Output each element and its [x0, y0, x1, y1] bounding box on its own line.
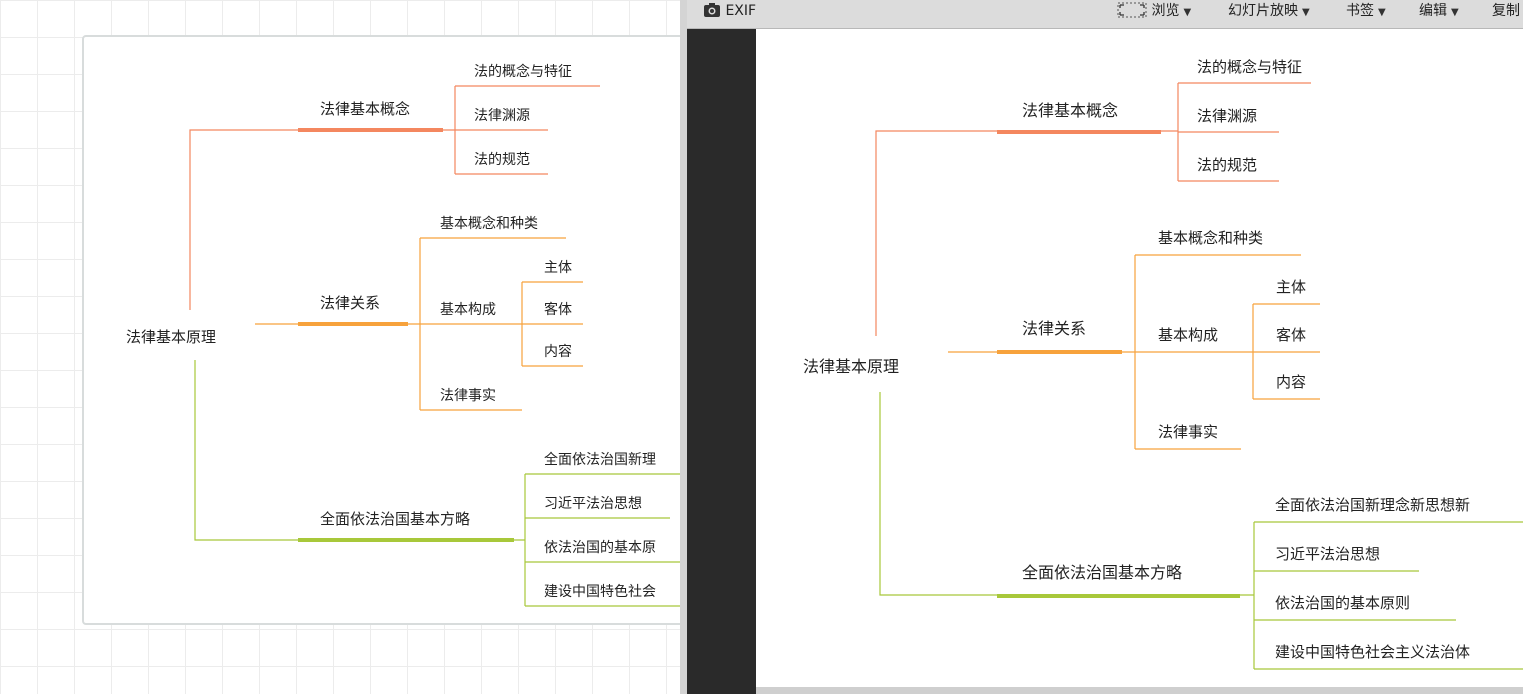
leaf-node: 法的规范	[1197, 156, 1257, 174]
leaf-node: 依法治国的基本原则	[1275, 594, 1410, 612]
root-node[interactable]: 法律基本原理	[126, 328, 216, 346]
leaf-node[interactable]: 依法治国的基本原	[544, 539, 656, 556]
mindmap-right: 法律基本原理 法律基本概念 法的概念与特征 法律渊源 法的规范 法律关系 基本概…	[803, 58, 1523, 670]
leaf-node[interactable]: 全面依法治国新理	[544, 451, 656, 468]
caret-down-icon: ▼	[1183, 7, 1192, 18]
branch-underline	[298, 128, 443, 132]
copy-menu[interactable]: 复制	[1492, 0, 1520, 28]
leaf-node[interactable]: 客体	[544, 301, 572, 318]
leaf-node: 法律渊源	[1197, 107, 1257, 125]
mindmap-card	[82, 35, 680, 625]
mindmap-left: 法律基本原理 法律基本概念 法的概念与特征 法律渊源 法的规范 法律关系 基本概…	[126, 63, 680, 607]
bookmark-label: 书签	[1346, 3, 1374, 19]
edit-label: 编辑	[1419, 3, 1447, 19]
branch-underline	[298, 322, 408, 326]
edit-menu[interactable]: 编辑 ▼	[1419, 0, 1459, 28]
leaf-node: 客体	[1276, 326, 1306, 344]
bookmark-menu[interactable]: 书签 ▼	[1346, 0, 1386, 28]
caret-down-icon: ▼	[1302, 7, 1310, 18]
sub-branch-node: 基本构成	[1158, 326, 1218, 344]
leaf-node[interactable]: 基本概念和种类	[440, 215, 538, 232]
leaf-node[interactable]: 习近平法治思想	[544, 496, 642, 512]
image-viewer: EXIF 浏览▼ 幻灯片放映▼ 书签▼ 编辑▼ 复制	[687, 0, 1523, 694]
branch-underline	[997, 130, 1161, 134]
exif-label: EXIF	[725, 3, 757, 19]
leaf-node: 基本概念和种类	[1158, 229, 1263, 247]
leaf-node[interactable]: 主体	[544, 260, 572, 276]
camera-icon	[704, 3, 720, 17]
branch-node: 法律基本概念	[1022, 101, 1118, 120]
caret-down-icon: ▼	[1451, 7, 1459, 18]
branch-underline	[997, 594, 1240, 598]
leaf-node[interactable]: 法的概念与特征	[474, 63, 572, 80]
branch-node: 全面依法治国基本方略	[1022, 563, 1182, 582]
leaf-node[interactable]: 法的规范	[474, 151, 530, 168]
viewer-toolbar: EXIF 浏览▼ 幻灯片放映▼ 书签▼ 编辑▼ 复制	[687, 0, 1523, 29]
leaf-node: 全面依法治国新理念新思想新	[1275, 496, 1470, 514]
sub-branch-node[interactable]: 基本构成	[440, 301, 496, 318]
browse-label: 浏览	[1151, 3, 1180, 19]
slideshow-label: 幻灯片放映	[1228, 3, 1298, 19]
viewer-image-area[interactable]: 法律基本原理 法律基本概念 法的概念与特征 法律渊源 法的规范 法律关系 基本概…	[756, 29, 1523, 687]
exif-button[interactable]: EXIF	[703, 0, 756, 28]
root-node: 法律基本原理	[803, 357, 899, 376]
leaf-node[interactable]: 建设中国特色社会	[544, 583, 656, 600]
leaf-node: 主体	[1276, 278, 1306, 296]
copy-label: 复制	[1492, 3, 1520, 19]
leaf-node: 法的概念与特征	[1197, 58, 1302, 76]
viewer-sidebar	[687, 29, 756, 694]
browse-menu[interactable]: 浏览▼	[1117, 0, 1191, 28]
branch-node[interactable]: 法律关系	[320, 294, 380, 312]
leaf-node: 习近平法治思想	[1275, 545, 1380, 563]
caret-down-icon: ▼	[1378, 7, 1386, 18]
branch-node[interactable]: 法律基本概念	[320, 100, 410, 118]
mindmap-editor-canvas[interactable]: 法律基本原理 法律基本概念 法的概念与特征 法律渊源 法的规范 法律关系 基本概…	[0, 0, 680, 694]
fullscreen-icon	[1117, 2, 1147, 18]
leaf-node: 法律事实	[1158, 423, 1218, 441]
leaf-node[interactable]: 内容	[544, 343, 572, 360]
leaf-node[interactable]: 法律事实	[440, 388, 496, 404]
leaf-node: 内容	[1276, 373, 1306, 391]
slideshow-menu[interactable]: 幻灯片放映 ▼	[1228, 0, 1310, 28]
leaf-node[interactable]: 法律渊源	[474, 108, 530, 124]
leaf-node: 建设中国特色社会主义法治体	[1275, 643, 1470, 661]
branch-underline	[997, 350, 1122, 354]
branch-node: 法律关系	[1022, 319, 1086, 338]
branch-node[interactable]: 全面依法治国基本方略	[320, 510, 470, 528]
branch-underline	[298, 538, 514, 542]
panel-divider[interactable]	[680, 0, 687, 694]
viewer-bottom-bar	[756, 687, 1523, 694]
